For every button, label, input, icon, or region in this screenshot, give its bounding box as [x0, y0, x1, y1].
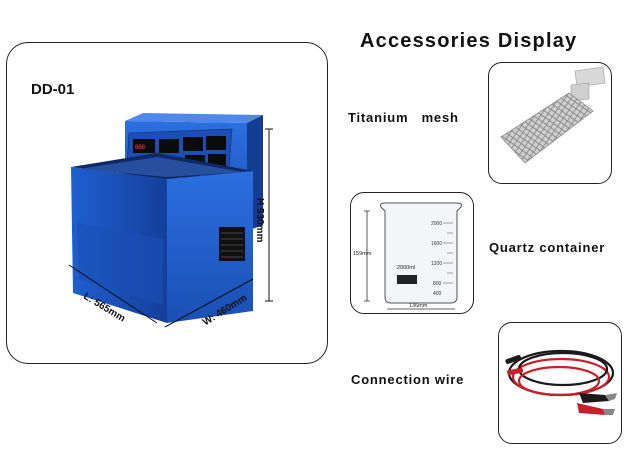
height-dimension-label: H 530mm: [254, 198, 265, 243]
model-label: DD-01: [31, 81, 75, 98]
quartz-container-card: 159mm 136mm 2000ml 2000 1600 1200 800 40…: [350, 192, 474, 314]
beaker-scale-1: 1600: [431, 241, 442, 247]
wire-image: [505, 349, 617, 415]
beaker-image: 159mm 136mm 2000ml 2000 1600 1200 800 40…: [353, 202, 462, 310]
quartz-container-label: Quartz container: [489, 240, 606, 255]
product-card: DD-01 888: [6, 42, 328, 364]
beaker-scale-4: 400: [433, 291, 442, 297]
beaker-scale-2: 1200: [431, 261, 442, 267]
svg-text:888: 888: [135, 145, 146, 151]
beaker-width-label: 136mm: [409, 303, 428, 309]
titanium-mesh-label: Titanium mesh: [348, 110, 459, 125]
beaker-height-label: 159mm: [353, 251, 372, 257]
titanium-mesh-card: [488, 62, 612, 184]
titanium-mesh-image: [500, 66, 606, 164]
beaker-scale-3: 800: [433, 281, 442, 287]
connection-wire-card: [498, 322, 622, 444]
accessories-heading: Accessories Display: [360, 30, 578, 52]
machine-image: 888: [68, 113, 273, 328]
beaker-scale-0: 2000: [431, 221, 442, 227]
connection-wire-label: Connection wire: [351, 372, 465, 387]
beaker-volume-label: 2000ml: [397, 265, 415, 271]
